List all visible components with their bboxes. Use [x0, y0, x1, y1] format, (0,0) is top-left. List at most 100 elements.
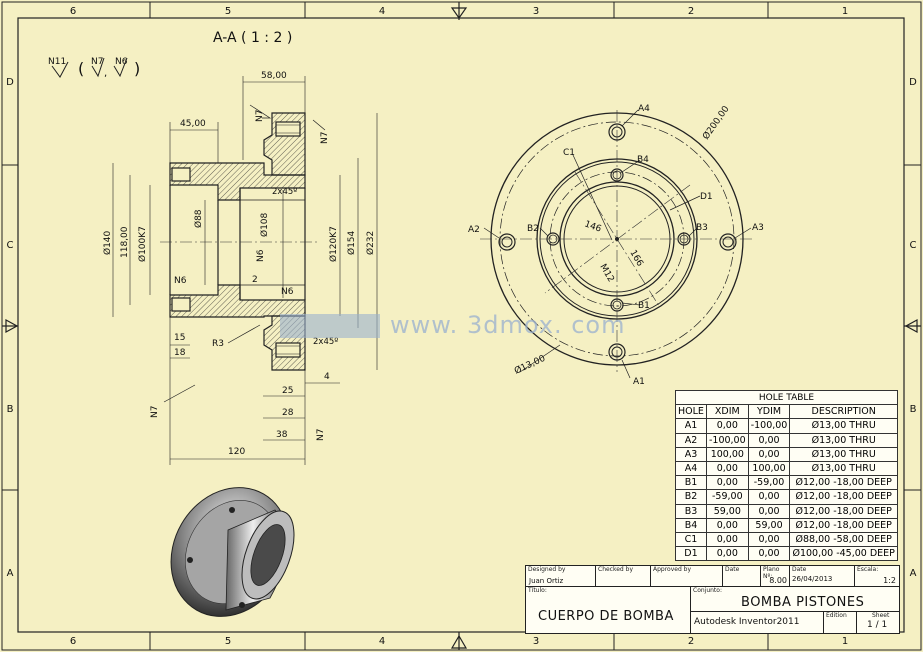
designed-by-label: Designed by	[528, 566, 566, 573]
surface-n6: N6	[281, 287, 294, 297]
software-cell: Autodesk Inventor2011	[691, 612, 824, 633]
cell-ydim: 100,00	[747, 460, 791, 477]
header-hole: HOLE	[675, 404, 707, 420]
titulo-value: CUERPO DE BOMBA	[538, 609, 674, 624]
zone-col-label: 2	[688, 6, 694, 17]
edition-cell: Edition	[824, 612, 857, 633]
label-b4: B4	[637, 155, 649, 165]
dim-38: 38	[276, 430, 288, 440]
header-ydim: YDIM	[747, 404, 791, 420]
sheet-label: Sheet	[872, 612, 890, 619]
header-xdim: XDIM	[705, 404, 749, 420]
zone-row-label: C	[7, 240, 14, 251]
dim-d100k7: Ø100K7	[137, 226, 148, 262]
cell-xdim: -59,00	[705, 489, 749, 505]
zone-col-label: 3	[533, 636, 539, 647]
designed-by-value: Juan Ortiz	[529, 577, 564, 585]
section-a-a-geometry	[169, 112, 306, 371]
dim-d88: Ø88	[193, 209, 204, 228]
zone-col-label: 4	[379, 636, 385, 647]
label-b1: B1	[638, 301, 650, 311]
dim-d232: Ø232	[365, 231, 376, 255]
zone-col-label: 3	[533, 6, 539, 17]
zone-labels-bottom: 6 5 4 3 2 1	[70, 636, 848, 647]
zone-col-label: 5	[225, 6, 231, 17]
checked-by-cell: Checked by	[596, 566, 651, 587]
approved-by-label: Approved by	[653, 566, 692, 573]
dim-chamfer-bottom: 2x45º	[313, 337, 338, 347]
dim-25: 25	[282, 386, 293, 396]
dim-d154: Ø154	[346, 230, 357, 255]
cell-xdim: 0,00	[705, 460, 749, 477]
escala-label: Escala:	[857, 566, 879, 573]
dim-d120k7: Ø120K7	[328, 226, 339, 262]
hole-table-caption: HOLE TABLE	[675, 389, 898, 406]
zone-col-label: 1	[842, 636, 848, 647]
dim-58: 58,00	[261, 71, 287, 81]
zone-row-label: B	[7, 404, 14, 415]
dim-d13: Ø13,00	[513, 353, 548, 377]
cell-xdim: 0,00	[705, 475, 749, 491]
date-cell: Date	[723, 566, 761, 587]
cell-hole: B1	[675, 475, 707, 491]
leader-lines	[163, 104, 326, 403]
cell-xdim: 0,00	[705, 517, 749, 533]
cell-hole: B2	[675, 489, 707, 505]
isometric-render	[170, 487, 295, 617]
dim-d140: Ø140	[102, 230, 113, 255]
cell-ydim: 0,00	[747, 432, 791, 448]
dim-d108: Ø108	[259, 212, 270, 237]
surface-n7: N7	[320, 132, 330, 144]
zone-col-label: 4	[379, 6, 385, 17]
cell-description: Ø13,00 THRU	[789, 460, 898, 477]
dim-m12: M12	[597, 263, 615, 285]
software-value: Autodesk Inventor2011	[694, 617, 800, 627]
dim-146: 146	[583, 219, 603, 234]
section-dimension-lines	[112, 76, 378, 465]
escala-cell: Escala: 1:2	[855, 566, 899, 587]
hole-table-header-row: HOLE XDIM YDIM DESCRIPTION	[675, 404, 898, 420]
cell-hole: A2	[675, 432, 707, 448]
drawing-frame	[17, 17, 905, 633]
surface-n6: N6	[174, 276, 187, 286]
dim-15: 15	[174, 333, 185, 343]
designed-by-cell: Designed by Juan Ortiz	[526, 566, 596, 587]
cell-hole: B3	[675, 503, 707, 519]
sheet-value: 1 / 1	[867, 620, 888, 630]
label-a2: A2	[468, 225, 480, 235]
cell-xdim: 100,00	[705, 446, 749, 462]
conjunto-value: BOMBA PISTONES	[741, 595, 865, 610]
zone-col-label: 6	[70, 636, 76, 647]
zone-labels-top: 6 5 4 3 2 1	[70, 6, 848, 17]
dim-28: 28	[282, 408, 294, 418]
watermark-logo	[280, 314, 380, 338]
front-leaders	[483, 109, 752, 379]
center-point	[615, 237, 619, 241]
cell-ydim: -100,00	[747, 418, 791, 434]
section-title: A-A ( 1 : 2 )	[213, 30, 292, 46]
svg-text:,: ,	[104, 68, 107, 79]
cell-description: Ø12,00 -18,00 DEEP	[789, 489, 898, 505]
cell-description: Ø100,00 -45,00 DEEP	[789, 546, 898, 562]
cell-xdim: 0,00	[705, 546, 749, 562]
cell-hole: A3	[675, 446, 707, 462]
label-b3: B3	[696, 223, 708, 233]
cell-ydim: -59,00	[747, 475, 791, 491]
cell-description: Ø88,00 -58,00 DEEP	[789, 531, 898, 548]
label-b2: B2	[527, 224, 539, 234]
date2-cell: Date 26/04/2013	[790, 566, 855, 587]
cell-ydim: 0,00	[747, 489, 791, 505]
header-description: DESCRIPTION	[789, 404, 898, 420]
zone-labels-right: D C B A	[909, 77, 917, 579]
zone-row-label: A	[7, 568, 14, 579]
cell-description: Ø13,00 THRU	[789, 446, 898, 462]
edition-label: Edition	[826, 612, 847, 619]
surface-symbol-label: N11	[48, 57, 66, 67]
approved-by-cell: Approved by	[651, 566, 723, 587]
